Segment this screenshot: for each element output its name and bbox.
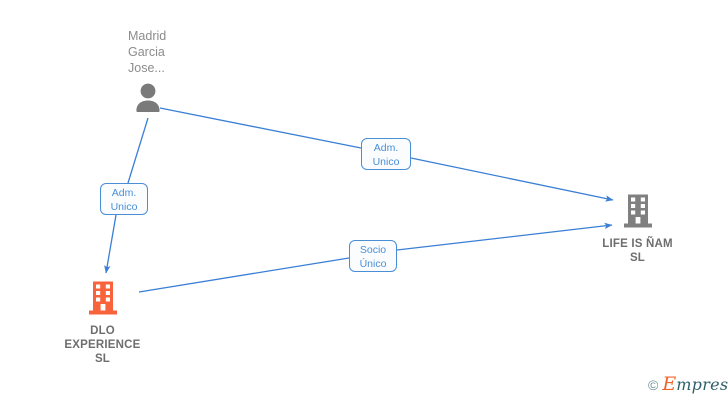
edge-person-to-life-part2: [410, 157, 614, 202]
edge-label-dlo-to-life[interactable]: Socio Único: [349, 240, 397, 272]
brand-initial: E: [662, 373, 677, 395]
empresia-watermark: © Empresia: [648, 375, 728, 394]
edge-dlo-to-life-part2: [396, 222, 613, 251]
node-dlo-label: DLO EXPERIENCE SL: [64, 325, 141, 365]
person-icon: [130, 82, 258, 119]
edge-label-person-to-dlo[interactable]: Adm. Unico: [100, 183, 148, 215]
node-life-is-nam-sl[interactable]: LIFE IS ÑAM SL: [570, 194, 705, 265]
node-person[interactable]: Madrid Garcia Jose...: [108, 28, 258, 119]
node-person-label: Madrid Garcia Jose...: [128, 29, 167, 75]
edge-dlo-to-life-part1: [138, 257, 350, 293]
node-dlo-experience-sl[interactable]: DLO EXPERIENCE SL: [25, 281, 180, 366]
brand-name: mpresia: [676, 375, 728, 394]
edge-person-to-dlo-part2: [104, 214, 117, 274]
building-icon: [570, 194, 705, 233]
edge-label-person-to-life[interactable]: Adm. Unico: [361, 138, 411, 170]
copyright-icon: ©: [648, 376, 659, 393]
edge-person-to-dlo-part1: [127, 117, 149, 184]
node-life-label: LIFE IS ÑAM SL: [602, 238, 673, 264]
edge-person-to-life-part1: [159, 107, 362, 149]
building-icon: [25, 281, 180, 320]
